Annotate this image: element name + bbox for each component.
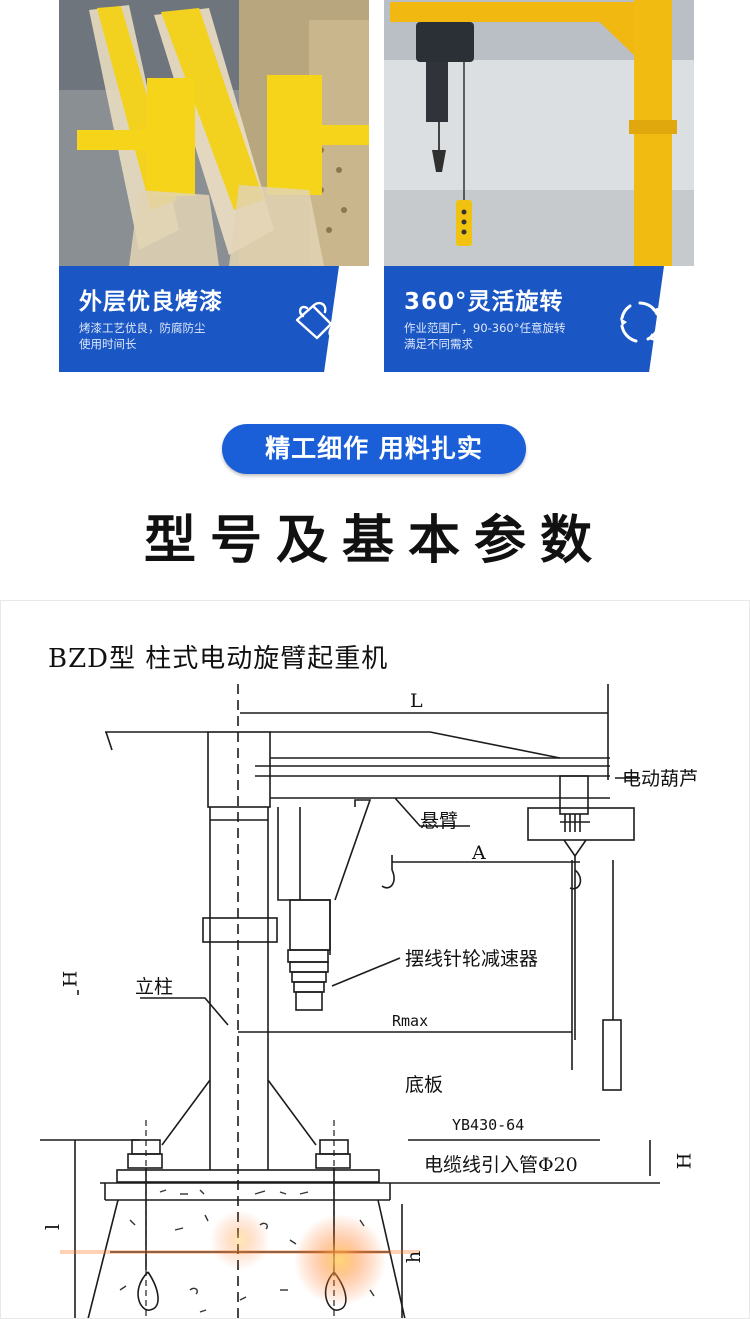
label-H-left: H xyxy=(59,970,82,988)
feature-title: 360°灵活旋转 xyxy=(404,289,564,315)
label-base: 底板 xyxy=(405,1074,444,1096)
crane-drawing xyxy=(0,600,750,1319)
label-rmax: Rmax xyxy=(392,1012,429,1030)
label-A: A xyxy=(472,842,486,864)
photo-jib-crane xyxy=(384,0,694,266)
feature-card-paint: 外层优良烤漆 烤漆工艺优良，防腐防尘 使用时间长 xyxy=(59,0,369,372)
photo-painted-beams xyxy=(59,0,369,266)
label-L: L xyxy=(410,690,423,712)
label-cantilever: 悬臂 xyxy=(420,810,459,832)
feature-card-rotation: 360°灵活旋转 作业范围广，90-360°任意旋转 满足不同需求 xyxy=(384,0,694,372)
label-code: YB430-64 xyxy=(452,1116,525,1134)
label-l-left: l xyxy=(42,1223,65,1231)
section-title: 型号及基本参数 xyxy=(143,511,606,571)
label-cable: 电缆线引入管Φ20 xyxy=(424,1154,578,1176)
diagram-title: BZD型 柱式电动旋臂起重机 xyxy=(48,644,389,674)
feature-description: 作业范围广，90-360°任意旋转 满足不同需求 xyxy=(404,321,566,351)
feature-title: 外层优良烤漆 xyxy=(79,289,223,315)
label-pillar: 立柱 xyxy=(135,976,174,998)
paint-bucket-icon xyxy=(291,298,339,346)
feature-panel xyxy=(384,266,694,372)
label-reducer: 摆线针轮减速器 xyxy=(405,948,539,970)
feature-panel xyxy=(59,266,369,372)
label-h-right: h xyxy=(403,1250,426,1264)
rotate-icon xyxy=(616,298,664,346)
label-H-right: H xyxy=(673,1152,696,1170)
crane-diagram: BZD型 柱式电动旋臂起重机 L 电动葫芦 悬臂 A 摆线针轮减速器 立柱 Rm… xyxy=(0,600,750,1319)
feature-description: 烤漆工艺优良，防腐防尘 使用时间长 xyxy=(79,321,206,351)
slogan-pill: 精工细作 用料扎实 xyxy=(222,424,526,474)
label-hoist: 电动葫芦 xyxy=(622,768,699,790)
